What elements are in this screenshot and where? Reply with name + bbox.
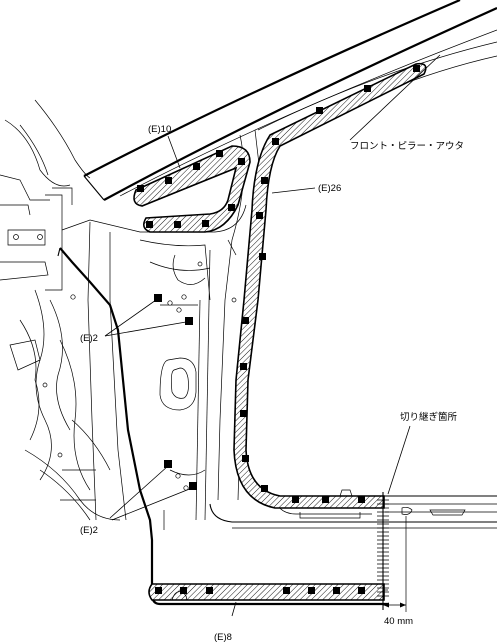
label-e26: (E)26 <box>318 183 341 194</box>
label-cut-location: 切り継ぎ箇所 <box>400 411 458 423</box>
roof-panel <box>83 0 497 201</box>
rocker-panel <box>160 495 497 591</box>
pillar-outer-boundary <box>57 247 388 606</box>
weld-points-e26 <box>240 65 420 503</box>
cut-line <box>377 492 407 612</box>
sealer-e10 <box>133 145 251 233</box>
weld-points-e8 <box>155 587 365 594</box>
sealer-e26 <box>233 62 427 509</box>
label-e2-lower: (E)2 <box>80 525 98 536</box>
weld-points-e2 <box>154 294 197 490</box>
label-e2-upper: (E)2 <box>80 333 98 344</box>
label-e8: (E)8 <box>214 632 232 643</box>
leader-lines <box>104 54 441 617</box>
engine-bay-background <box>0 99 121 521</box>
label-e10: (E)10 <box>148 124 171 135</box>
label-front-pillar-outer: フロント・ピラー・アウタ <box>350 141 464 152</box>
label-dimension: 40 mm <box>384 616 413 627</box>
weld-points-e10 <box>137 150 245 228</box>
sealer-e8 <box>148 583 385 601</box>
